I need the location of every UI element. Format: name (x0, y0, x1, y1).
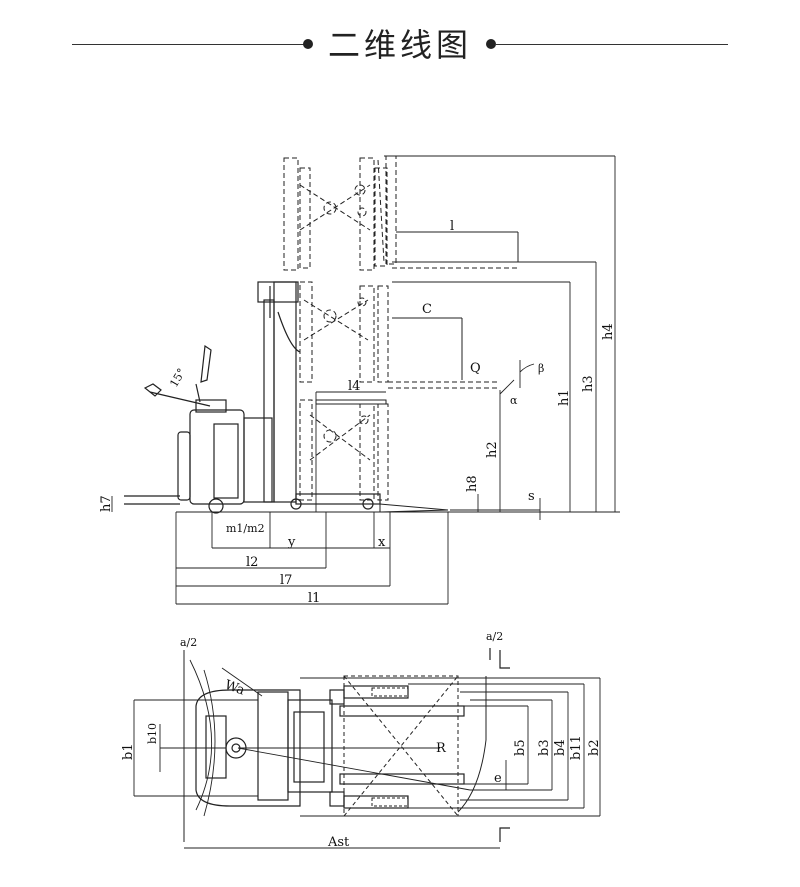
dim-b1: b1 (121, 743, 136, 760)
dim-b11: b11 (569, 735, 584, 760)
dim-l7: l7 (280, 573, 292, 588)
dim-h1: h1 (557, 389, 572, 406)
dim-h3: h3 (581, 375, 596, 392)
header-dot-right (486, 39, 496, 49)
dim-r: R (436, 741, 447, 756)
dim-x: x (378, 535, 386, 550)
dim-l: l (450, 219, 454, 234)
mid-mast (299, 281, 500, 389)
dim-alpha: α (510, 394, 518, 407)
dim-b3: b3 (537, 739, 552, 756)
dim-b10: b10 (146, 723, 159, 744)
dim-b2: b2 (587, 739, 602, 756)
section-header: 二维线图 (0, 0, 800, 90)
dim-l1: l1 (308, 591, 320, 606)
section-title: 二维线图 (327, 26, 472, 64)
dim-a2-right: a/2 (486, 630, 503, 643)
dim-y: y (287, 535, 296, 550)
raised-mast (283, 155, 518, 271)
dim-ast: Ast (327, 835, 350, 850)
dim-m: m1/m2 (226, 522, 265, 535)
dim-h2: h2 (485, 441, 500, 458)
dim-b4: b4 (553, 739, 568, 756)
top-view (133, 648, 601, 849)
dim-h8: h8 (465, 475, 480, 492)
dim-q: Q (470, 361, 481, 376)
header-rule-left (72, 44, 304, 45)
header-dot-left (303, 39, 313, 49)
dim-c: C (422, 302, 432, 317)
dim-e: e (494, 771, 502, 786)
dim-wa: Wa (223, 678, 247, 699)
header-rule-right (496, 44, 728, 45)
dim-l4: l4 (348, 379, 360, 394)
dim-l2: l2 (246, 555, 258, 570)
dim-s: s (528, 489, 535, 504)
dim-h7: h7 (99, 495, 114, 512)
side-view (111, 155, 620, 605)
dim-b5: b5 (513, 739, 528, 756)
stacker-body (143, 281, 381, 514)
dim-beta: β (538, 362, 544, 375)
dim-h4: h4 (601, 323, 616, 340)
dim-a2-left: a/2 (180, 636, 197, 649)
low-mast (299, 399, 389, 501)
dim-angle: 15° (167, 366, 188, 389)
